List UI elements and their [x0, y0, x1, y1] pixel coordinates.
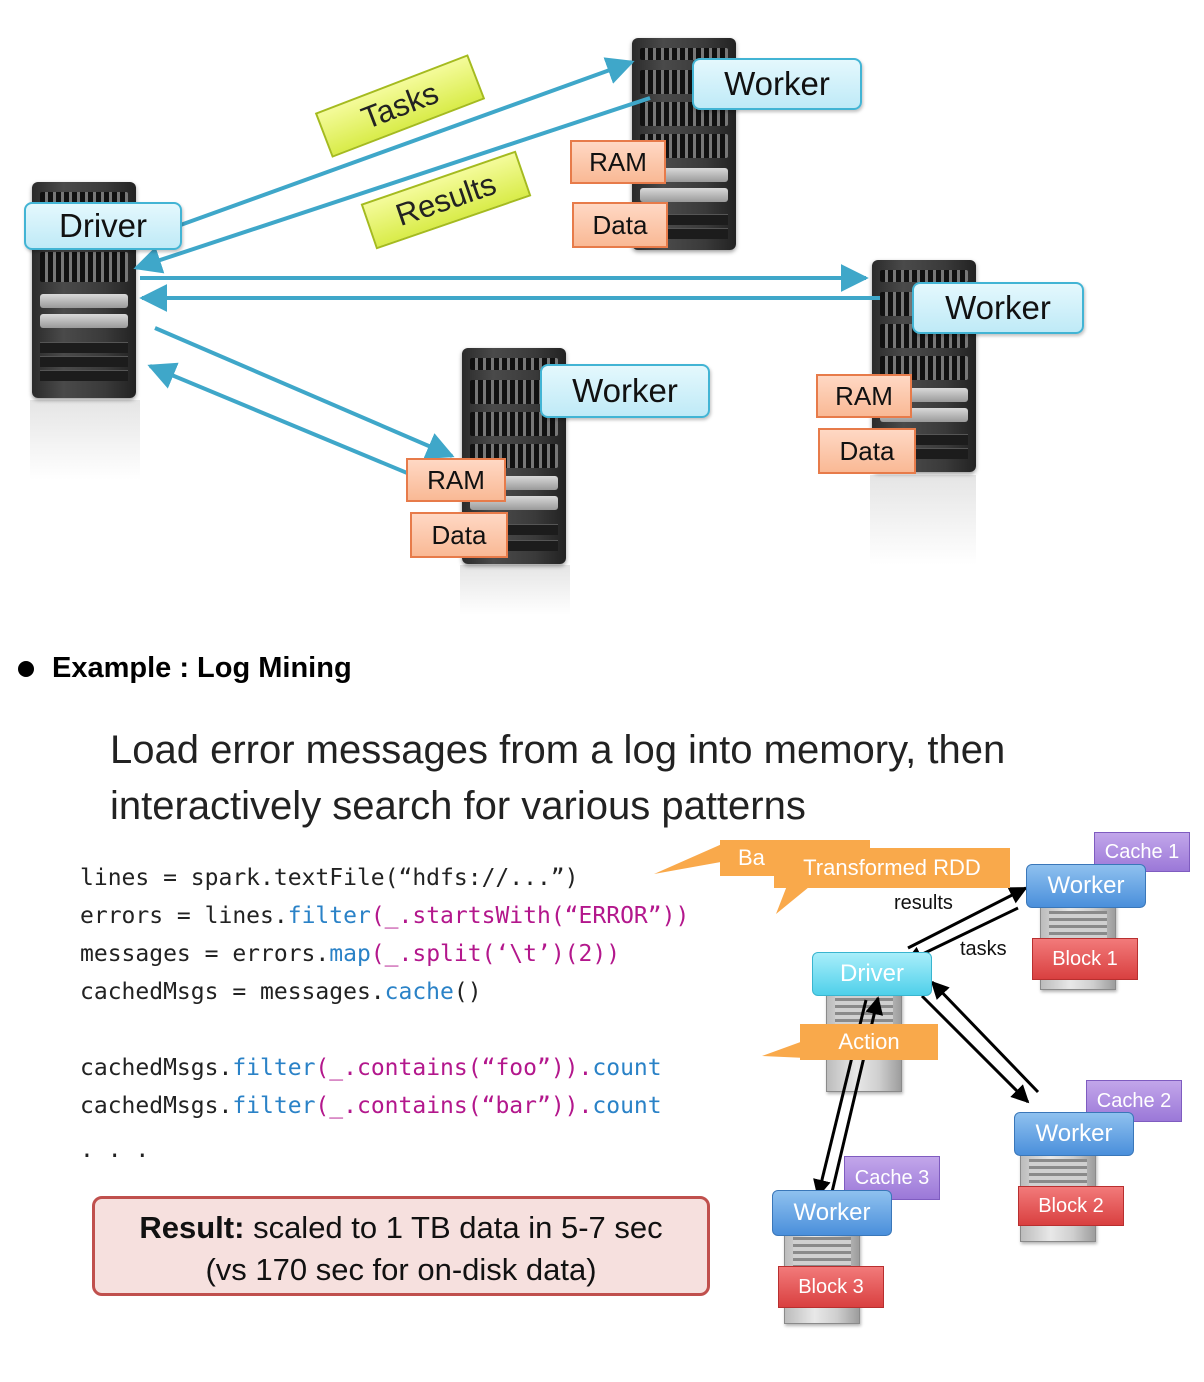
results-arrow-3 — [147, 362, 449, 492]
code-line-7: . . . — [80, 1137, 150, 1163]
code-text: () — [453, 979, 482, 1005]
bullet-icon — [18, 660, 34, 677]
code-method: count — [592, 1093, 662, 1119]
code-line-5: cachedMsgs.filter(_.contains(“foo”)).cou… — [80, 1052, 662, 1084]
code-line-3: messages = errors.map(_.split(‘\t’)(2)) — [80, 938, 620, 970]
headline-line-2: interactively search for various pattern… — [110, 784, 806, 828]
task-result-arrows — [813, 886, 1040, 1198]
ram-label-2: RAM — [816, 374, 912, 418]
results-text: results — [894, 892, 953, 914]
cluster-diagram: Tasks Results Driver Worker Worker Worke… — [0, 0, 1204, 640]
worker-reflection — [460, 565, 570, 615]
code-text: (_. — [370, 941, 413, 967]
worker-reflection — [870, 475, 976, 565]
code-arg: split(‘\t’)(2)) — [412, 941, 621, 967]
block-3: Block 3 — [778, 1266, 884, 1308]
code-text: cachedMsgs. — [80, 1055, 233, 1081]
code-arg: startsWith(“ERROR”)) — [412, 903, 690, 929]
tasks-arrow-3 — [154, 326, 455, 459]
tasks-text: tasks — [960, 938, 1007, 960]
worker-label-3: Worker — [540, 364, 710, 418]
data-label-1: Data — [572, 202, 668, 248]
connection-arrows — [133, 57, 880, 492]
ram-label-3: RAM — [406, 458, 506, 502]
transformed-rdd-callout: Transformed RDD — [774, 848, 1010, 888]
worker-label-1: Worker — [692, 58, 862, 110]
ram-label-1: RAM — [570, 140, 666, 184]
code-line-6: cachedMsgs.filter(_.contains(“bar”)).cou… — [80, 1090, 662, 1122]
code-arg: contains(“bar”)). — [356, 1093, 593, 1119]
code-method: map — [329, 941, 371, 967]
worker-node-3: Worker — [772, 1190, 892, 1236]
driver-node: Driver — [812, 952, 932, 996]
section-heading: Example : Log Mining — [18, 652, 352, 685]
code-method: filter — [232, 1093, 316, 1119]
headline: Load error messages from a log into memo… — [110, 722, 1190, 834]
worker-node-1: Worker — [1026, 864, 1146, 908]
result-label: Result: — [139, 1210, 245, 1245]
results-arrow-1 — [133, 96, 651, 274]
data-label-3: Data — [410, 512, 508, 558]
block-2: Block 2 — [1018, 1186, 1124, 1226]
data-label-2: Data — [818, 428, 916, 474]
headline-line-1: Load error messages from a log into memo… — [110, 728, 1006, 772]
code-method: count — [592, 1055, 662, 1081]
section-title: Example : Log Mining — [52, 652, 352, 684]
block-1: Block 1 — [1032, 938, 1138, 980]
code-arg: contains(“foo”)). — [356, 1055, 593, 1081]
result-text: scaled to 1 TB data in 5-7 sec — [244, 1210, 663, 1245]
action-callout: Action — [800, 1024, 938, 1060]
code-text: cachedMsgs = messages. — [80, 979, 385, 1005]
code-method: cache — [384, 979, 454, 1005]
code-method: filter — [232, 1055, 316, 1081]
code-text: messages = errors. — [80, 941, 330, 967]
code-line-1: lines = spark.textFile(“hdfs://...”) — [80, 862, 579, 894]
tasks-arrow-1 — [149, 57, 635, 238]
code-line-2: errors = lines.filter(_.startsWith(“ERRO… — [80, 900, 689, 932]
worker-node-2: Worker — [1014, 1112, 1134, 1156]
result-line-1: Result: scaled to 1 TB data in 5-7 sec — [95, 1207, 707, 1249]
code-text: (_. — [370, 903, 413, 929]
code-method: filter — [287, 903, 371, 929]
code-text: (_. — [315, 1093, 357, 1119]
code-text: errors = lines. — [80, 903, 288, 929]
code-text: (_. — [315, 1055, 357, 1081]
cache-3: Cache 3 — [844, 1156, 940, 1200]
spark-cluster-diagram: results tasks Ba Transformed RDD Action … — [640, 830, 1204, 1330]
result-line-2: (vs 170 sec for on-disk data) — [205, 1252, 597, 1287]
result-box: Result: scaled to 1 TB data in 5-7 sec (… — [92, 1196, 710, 1296]
code-text: lines = spark.textFile(“hdfs://...”) — [80, 865, 579, 891]
code-line-4: cachedMsgs = messages.cache() — [80, 976, 482, 1008]
code-text: cachedMsgs. — [80, 1093, 233, 1119]
driver-label: Driver — [24, 202, 182, 250]
worker-label-2: Worker — [912, 282, 1084, 334]
driver-reflection — [30, 400, 140, 480]
